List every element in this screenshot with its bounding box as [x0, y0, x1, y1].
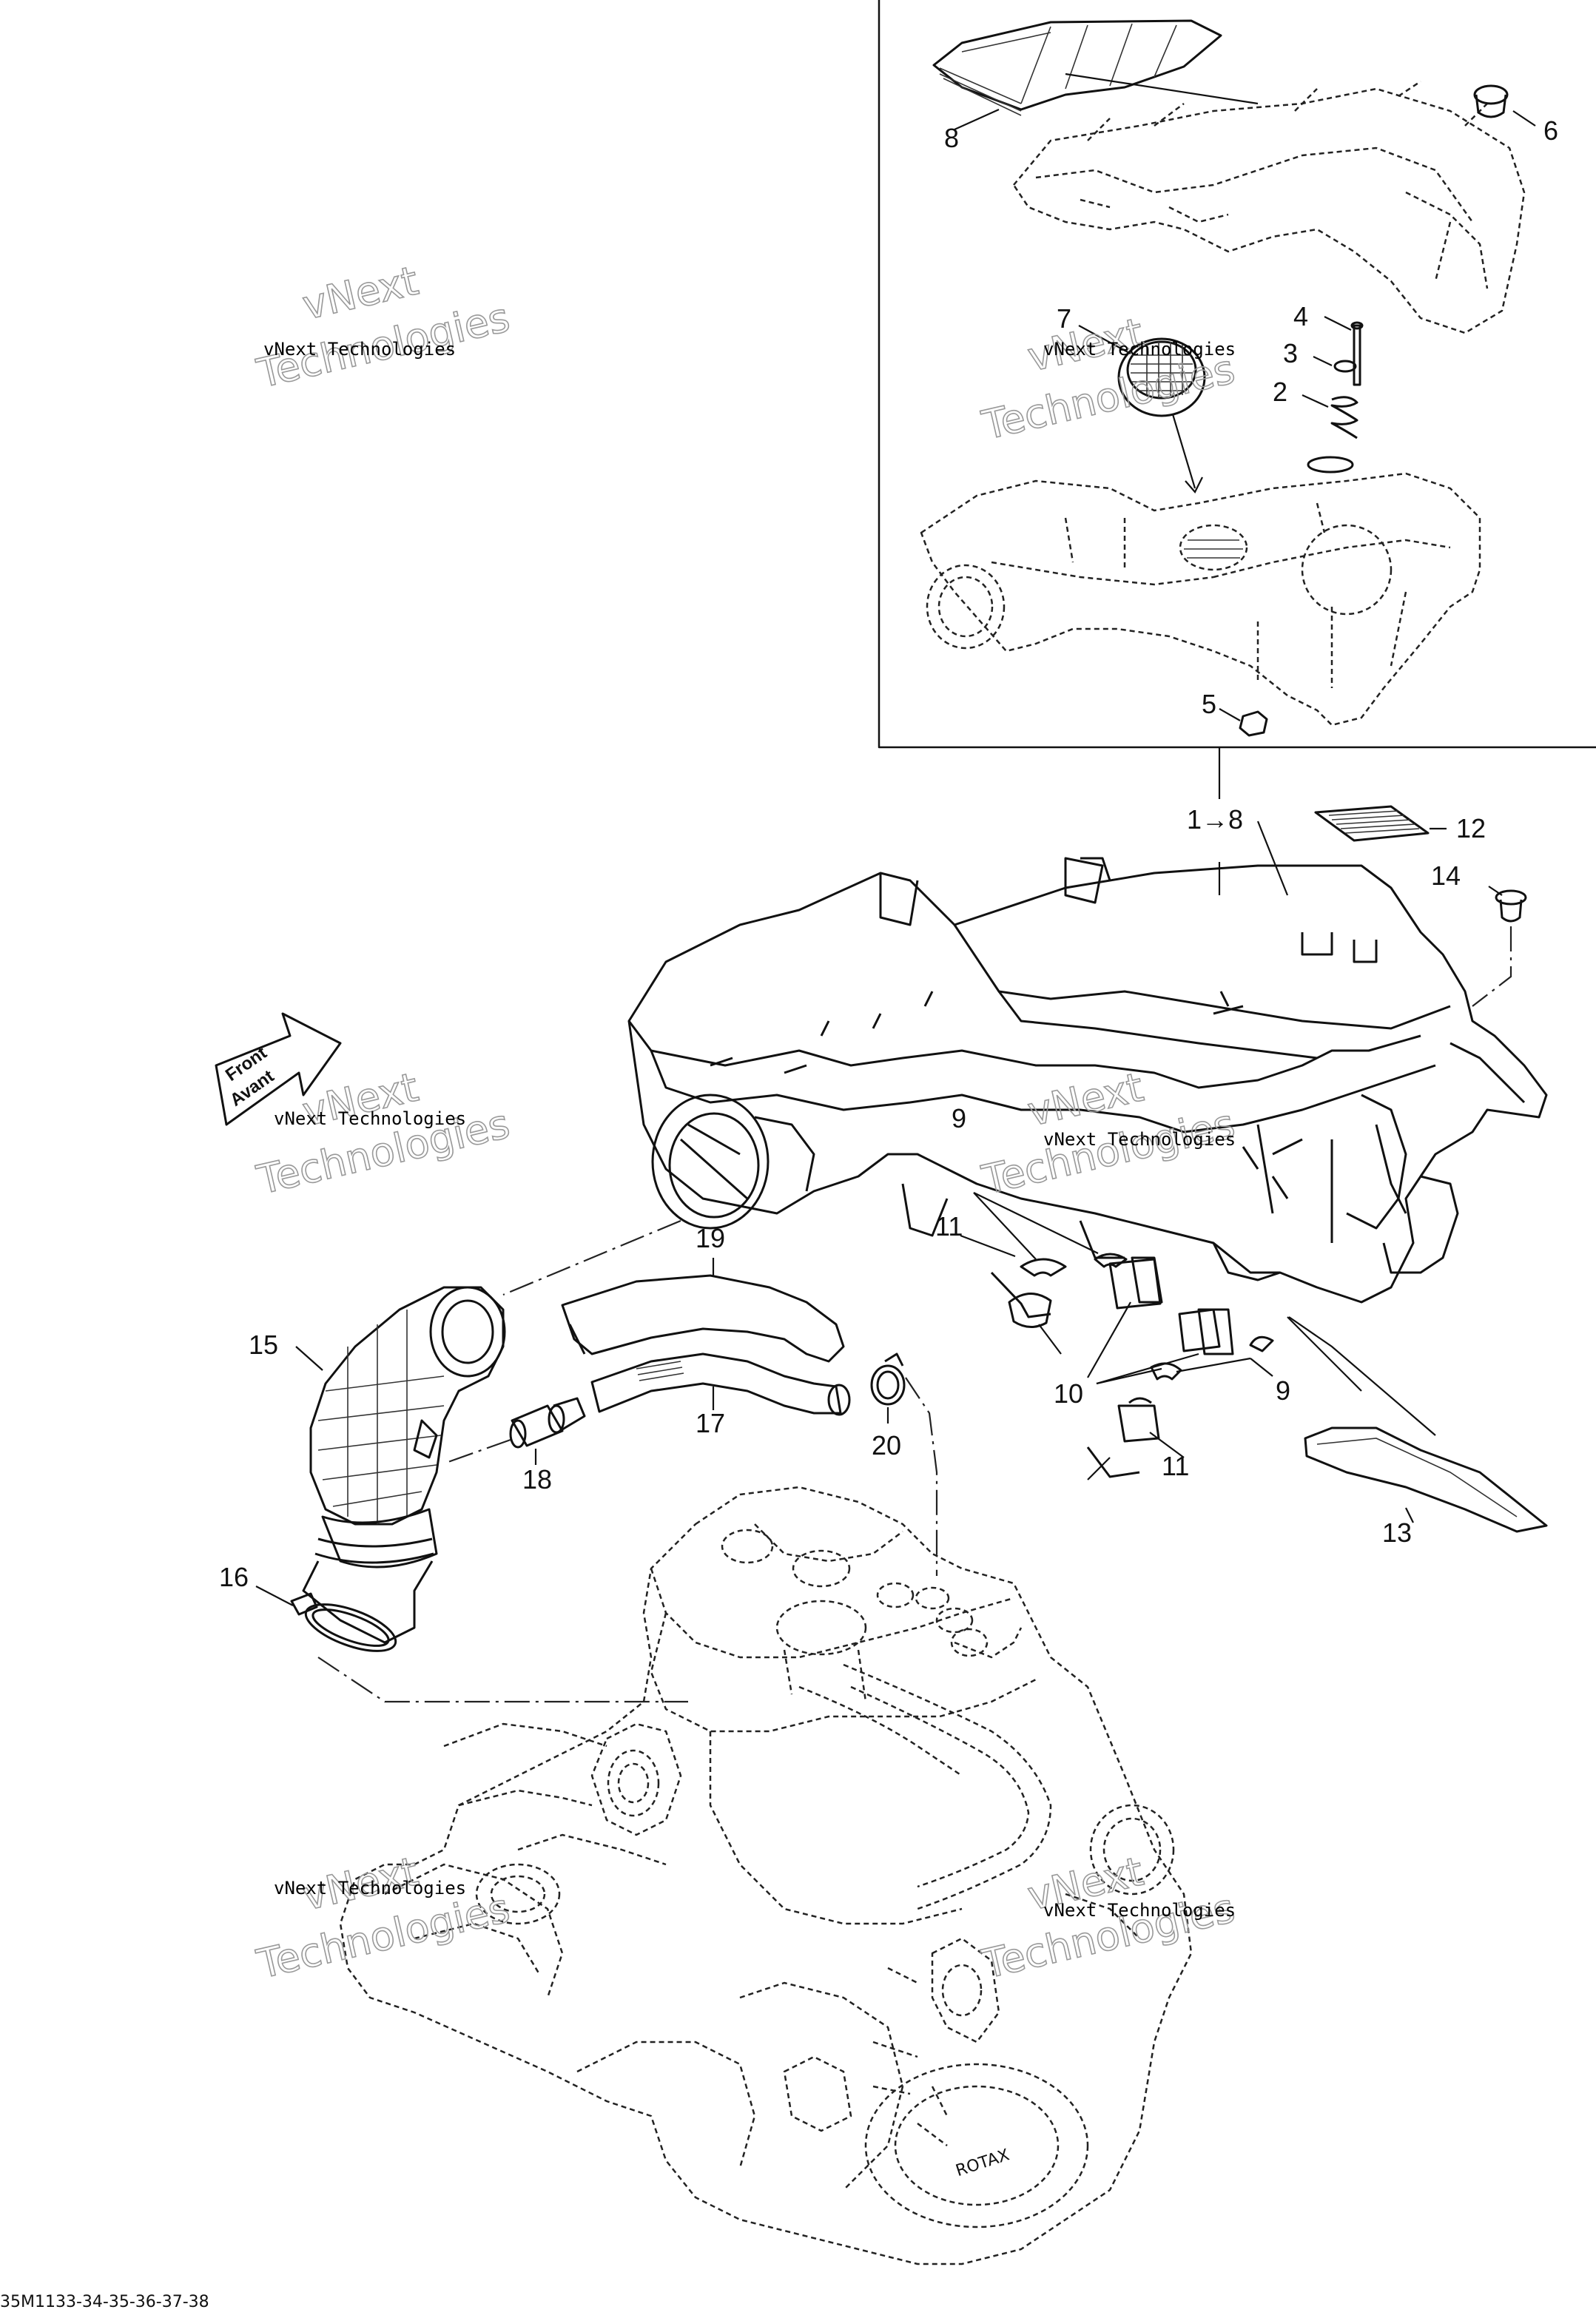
airbox-main: [627, 857, 1548, 1304]
chainline-14: [1472, 926, 1512, 1007]
watermark-small-2: vNext Technologies: [1043, 339, 1236, 360]
callout-14: 14: [1431, 860, 1461, 891]
leader-7-to-box: [1171, 414, 1196, 489]
clamp-parts: [990, 1253, 1274, 1478]
callout-13: 13: [1382, 1517, 1412, 1548]
spring-part: [1330, 396, 1358, 439]
leader-8: [954, 108, 1000, 131]
callout-11-bottom: 11: [1162, 1451, 1189, 1481]
callout-17: 17: [696, 1408, 725, 1438]
callout-19: 19: [696, 1223, 725, 1253]
leader-14: [1488, 886, 1503, 896]
callout-16: 16: [219, 1562, 249, 1592]
hose-clamp-16-part: [290, 1592, 397, 1652]
washer-part: [1333, 360, 1357, 373]
leader-6: [1512, 110, 1536, 127]
intake-adapter-part: [302, 1286, 506, 1644]
callout-2: 2: [1273, 377, 1287, 407]
leader-2: [1302, 394, 1329, 408]
callout-9-top: 9: [952, 1103, 966, 1133]
breather-hose-19-part: [561, 1274, 845, 1363]
chainline-20: [905, 1377, 938, 1576]
callout-6: 6: [1543, 115, 1558, 146]
leader-8-to-lid: [1065, 73, 1259, 105]
leader-1to8-to-box-2: [1256, 821, 1289, 896]
leader-7: [1078, 325, 1131, 354]
arrowhead-7: [1185, 476, 1203, 493]
engine-block: [339, 1486, 1193, 2265]
grommet-part: [1473, 84, 1509, 118]
engine-brand-label: ROTAX: [954, 2146, 1012, 2180]
chainline-adapter: [502, 1219, 681, 1296]
leader-16: [255, 1586, 294, 1606]
callout-20: 20: [872, 1430, 901, 1460]
leader-4: [1324, 316, 1352, 331]
filter-element-part: [1117, 337, 1206, 417]
nut-part: [1239, 710, 1268, 737]
watermark-4: vNext Technologies: [977, 1063, 1239, 1205]
callout-12: 12: [1456, 813, 1486, 843]
watermark-small-4: vNext Technologies: [1043, 1129, 1236, 1150]
callout-4: 4: [1293, 301, 1308, 331]
callout-18: 18: [522, 1464, 552, 1495]
callout-1-to-8: 1→8: [1187, 804, 1243, 835]
decal-part: [1314, 805, 1430, 842]
drawing-code: 35M1133-34-35-36-37-38: [0, 2293, 209, 2311]
leader-5: [1219, 708, 1241, 721]
bolt-part: [1350, 321, 1364, 386]
callout-15: 15: [249, 1330, 278, 1360]
callout-11-top: 11: [935, 1211, 963, 1241]
watermark-2: vNext Technologies: [977, 309, 1239, 450]
callout-9-bottom: 9: [1276, 1375, 1290, 1406]
callout-8: 8: [944, 123, 959, 153]
callout-7: 7: [1057, 303, 1071, 334]
callout-3: 3: [1283, 338, 1298, 368]
plug-part: [1495, 889, 1527, 923]
watermark-small-6: vNext Technologies: [1043, 1900, 1236, 1921]
leader-13-to-box: [1287, 1316, 1362, 1392]
small-clamp-20-part: [870, 1352, 906, 1406]
chainline-16: [317, 1657, 688, 1703]
callout-10: 10: [1054, 1378, 1083, 1409]
seat-part: [1307, 456, 1354, 474]
breather-hose-17-part: [590, 1352, 851, 1416]
watermark-5: vNext Technologies: [252, 1847, 514, 1989]
airbox-lower-inset: [920, 472, 1481, 727]
clamp-leaders: [960, 1192, 1436, 1480]
inset-frame: [878, 0, 1596, 749]
airbox-upper-inset: [1012, 80, 1526, 334]
seal-strip-part: [1304, 1426, 1548, 1533]
leader-15: [295, 1346, 323, 1371]
watermark-small-5: vNext Technologies: [274, 1878, 466, 1898]
watermark-small-1: vNext Technologies: [263, 339, 456, 360]
leader-13: [1405, 1507, 1414, 1523]
lid-cover-part: [932, 19, 1222, 116]
fitting-part: [509, 1397, 586, 1449]
watermark-1: vNext Technologies: [252, 257, 514, 398]
callout-labels: 8 6 4 7 3 2 5 1→8 12 14 9 11 19 15 10 9 …: [219, 115, 1558, 1592]
watermark-small-3: vNext Technologies: [274, 1108, 466, 1129]
chainline-18: [443, 1438, 511, 1465]
callout-5: 5: [1202, 689, 1216, 719]
leader-3: [1313, 356, 1333, 366]
